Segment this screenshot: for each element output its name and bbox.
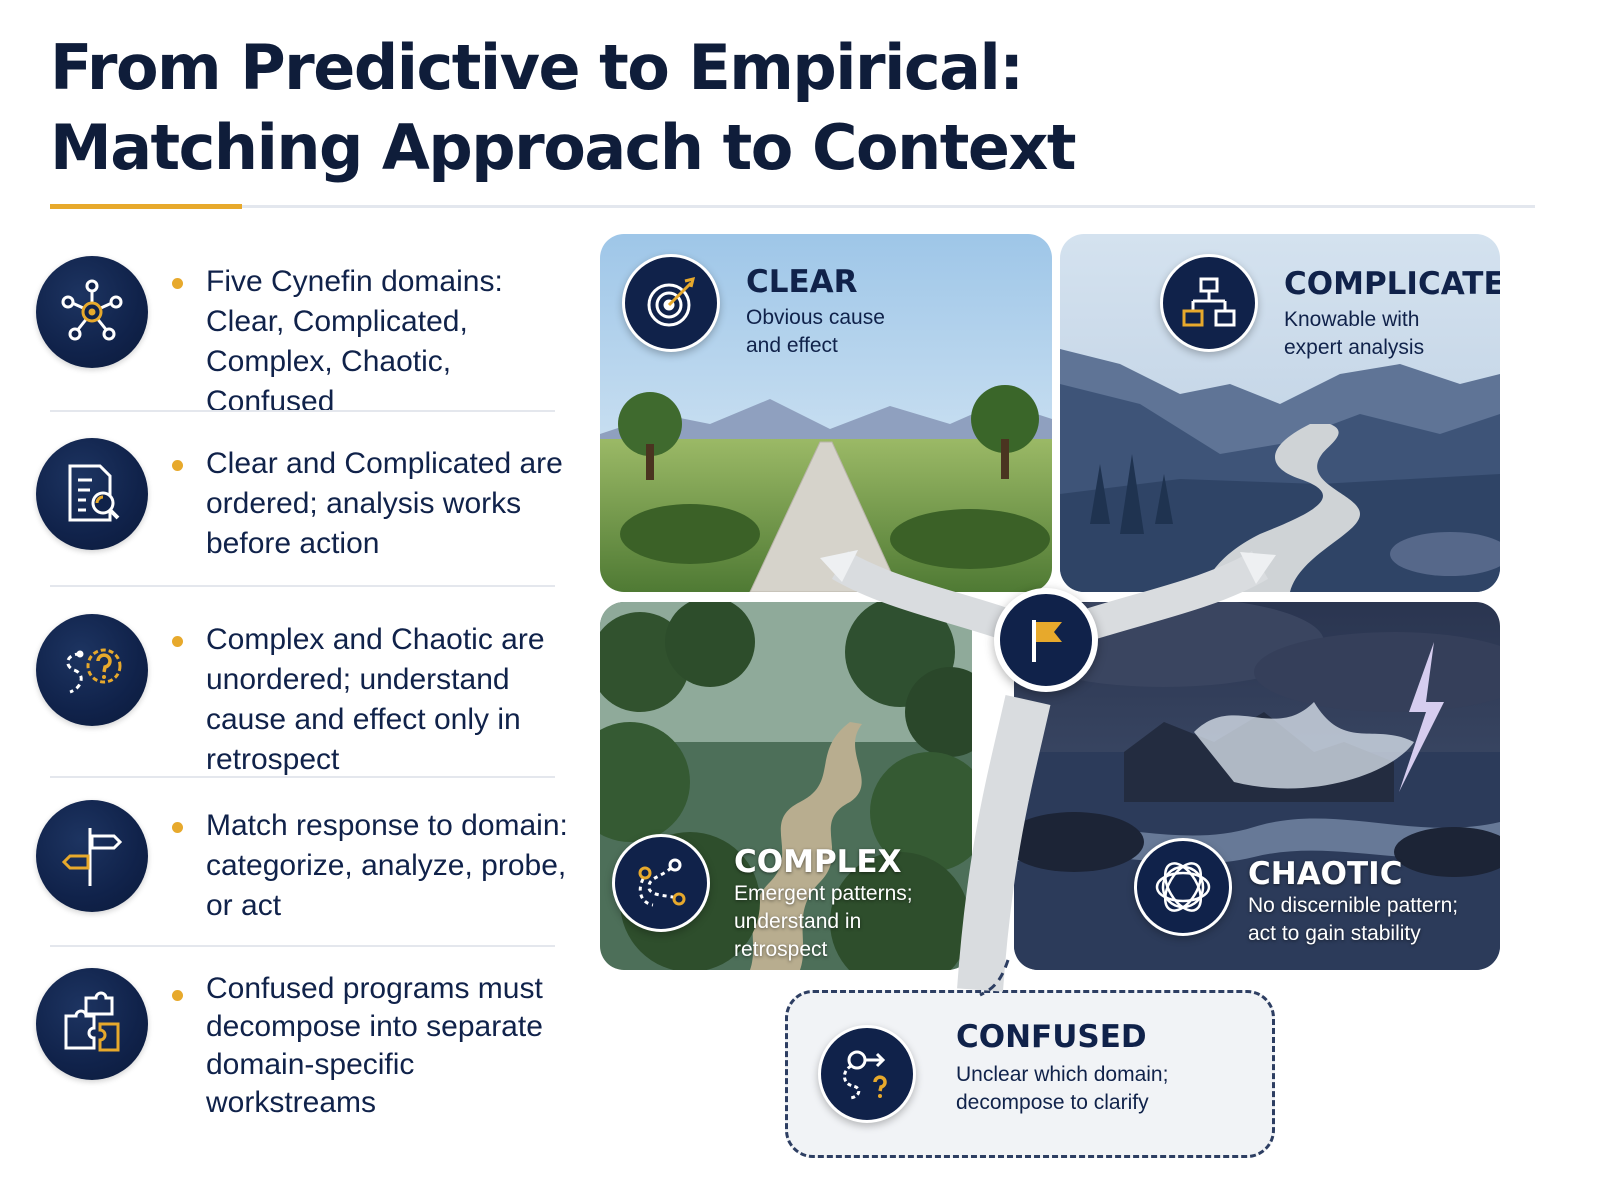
signpost-icon <box>36 800 148 912</box>
confused-domain-panel: CONFUSED Unclear which domain; decompose… <box>785 990 1275 1158</box>
complicated-title: COMPLICATED <box>1284 266 1500 302</box>
bullet-dot <box>172 822 183 833</box>
bullet-dot <box>172 460 183 471</box>
chaotic-domain-panel: CHAOTIC No discernible pattern; act to g… <box>1014 602 1500 970</box>
bullet-text: Confused programs must decompose into se… <box>206 972 543 1119</box>
tangled-orbit-icon <box>1134 838 1232 936</box>
clear-landscape-image <box>600 234 1052 592</box>
confused-desc-line: Unclear which domain; <box>956 1063 1169 1086</box>
complex-desc-line: Emergent patterns; <box>734 882 913 905</box>
chaotic-title: CHAOTIC <box>1248 856 1403 892</box>
chaotic-desc-line: No discernible pattern; <box>1248 894 1459 917</box>
flag-icon <box>994 588 1098 692</box>
clear-desc-line: and effect <box>746 334 838 357</box>
chaotic-desc-line: act to gain stability <box>1248 922 1421 945</box>
complex-desc-line: retrospect <box>734 938 828 961</box>
chaotic-storm-image <box>1014 602 1500 970</box>
bullet-dot <box>172 636 183 647</box>
divider <box>50 945 555 947</box>
winding-path-icon <box>612 834 710 932</box>
title-line-1: From Predictive to Empirical: <box>50 31 1024 104</box>
bullet-text: Complex and Chaotic are unordered; under… <box>206 623 545 776</box>
document-analysis-icon <box>36 438 148 550</box>
complex-forest-image <box>600 602 972 970</box>
network-nodes-icon <box>36 256 148 368</box>
bullet-text: Clear and Complicated are ordered; analy… <box>206 447 563 560</box>
chaotic-description: No discernible pattern; act to gain stab… <box>1248 892 1458 948</box>
divider <box>50 410 555 412</box>
complex-title: COMPLEX <box>734 844 902 880</box>
divider <box>50 776 555 778</box>
complex-desc-line: understand in <box>734 910 862 933</box>
question-path-icon <box>36 614 148 726</box>
complex-description: Emergent patterns; understand in retrosp… <box>734 880 913 964</box>
bullet-text: Match response to domain: categorize, an… <box>206 809 568 922</box>
confused-description: Unclear which domain; decompose to clari… <box>956 1061 1168 1117</box>
complicated-domain-panel: COMPLICATED Knowable with expert analysi… <box>1060 234 1500 592</box>
complicated-desc-line: expert analysis <box>1284 336 1425 359</box>
page-title: From Predictive to Empirical: Matching A… <box>50 28 1150 188</box>
confused-title: CONFUSED <box>956 1019 1147 1055</box>
bullet-text: Five Cynefin domains: Clear, Complicated… <box>206 265 503 418</box>
title-line-2: Matching Approach to Context <box>50 111 1077 184</box>
title-divider <box>50 205 1535 208</box>
bullet-dot <box>172 990 183 1001</box>
clear-title: CLEAR <box>746 264 858 300</box>
complicated-landscape-image <box>1060 234 1500 592</box>
clear-desc-line: Obvious cause <box>746 306 885 329</box>
org-chart-icon <box>1160 254 1258 352</box>
complicated-desc-line: Knowable with <box>1284 308 1420 331</box>
divider <box>50 585 555 587</box>
complex-domain-panel: COMPLEX Emergent patterns; understand in… <box>600 602 972 970</box>
confused-desc-line: decompose to clarify <box>956 1091 1149 1114</box>
title-accent-bar <box>50 204 242 209</box>
complicated-description: Knowable with expert analysis <box>1284 306 1424 362</box>
bullet-dot <box>172 278 183 289</box>
confused-path-icon <box>818 1025 916 1123</box>
clear-description: Obvious cause and effect <box>746 304 885 360</box>
target-icon <box>622 254 720 352</box>
puzzle-pieces-icon <box>36 968 148 1080</box>
clear-domain-panel: CLEAR Obvious cause and effect <box>600 234 1052 592</box>
